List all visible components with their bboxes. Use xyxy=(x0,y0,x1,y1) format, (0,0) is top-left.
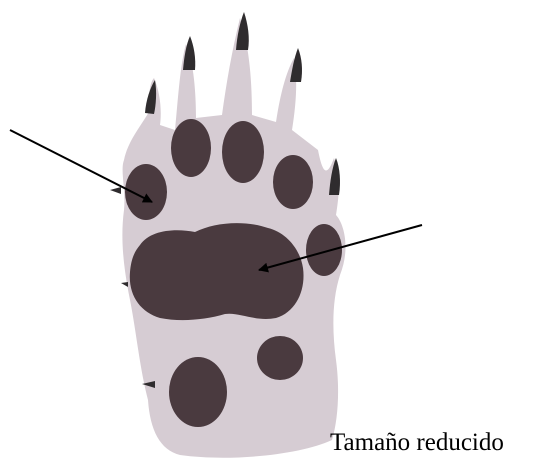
claw-1 xyxy=(145,80,156,114)
edge-mark-2 xyxy=(121,282,128,287)
toe-pad-4 xyxy=(273,155,313,209)
heel-pad-small xyxy=(257,336,303,380)
toe-pad-5 xyxy=(306,224,342,276)
caption-text: Tamaño reducido xyxy=(330,429,504,457)
heel-pad-large xyxy=(169,357,227,427)
toe-pad-2 xyxy=(171,119,211,177)
main-pad xyxy=(130,223,304,320)
edge-mark-1 xyxy=(110,187,121,194)
toe-pad-3 xyxy=(222,121,264,183)
